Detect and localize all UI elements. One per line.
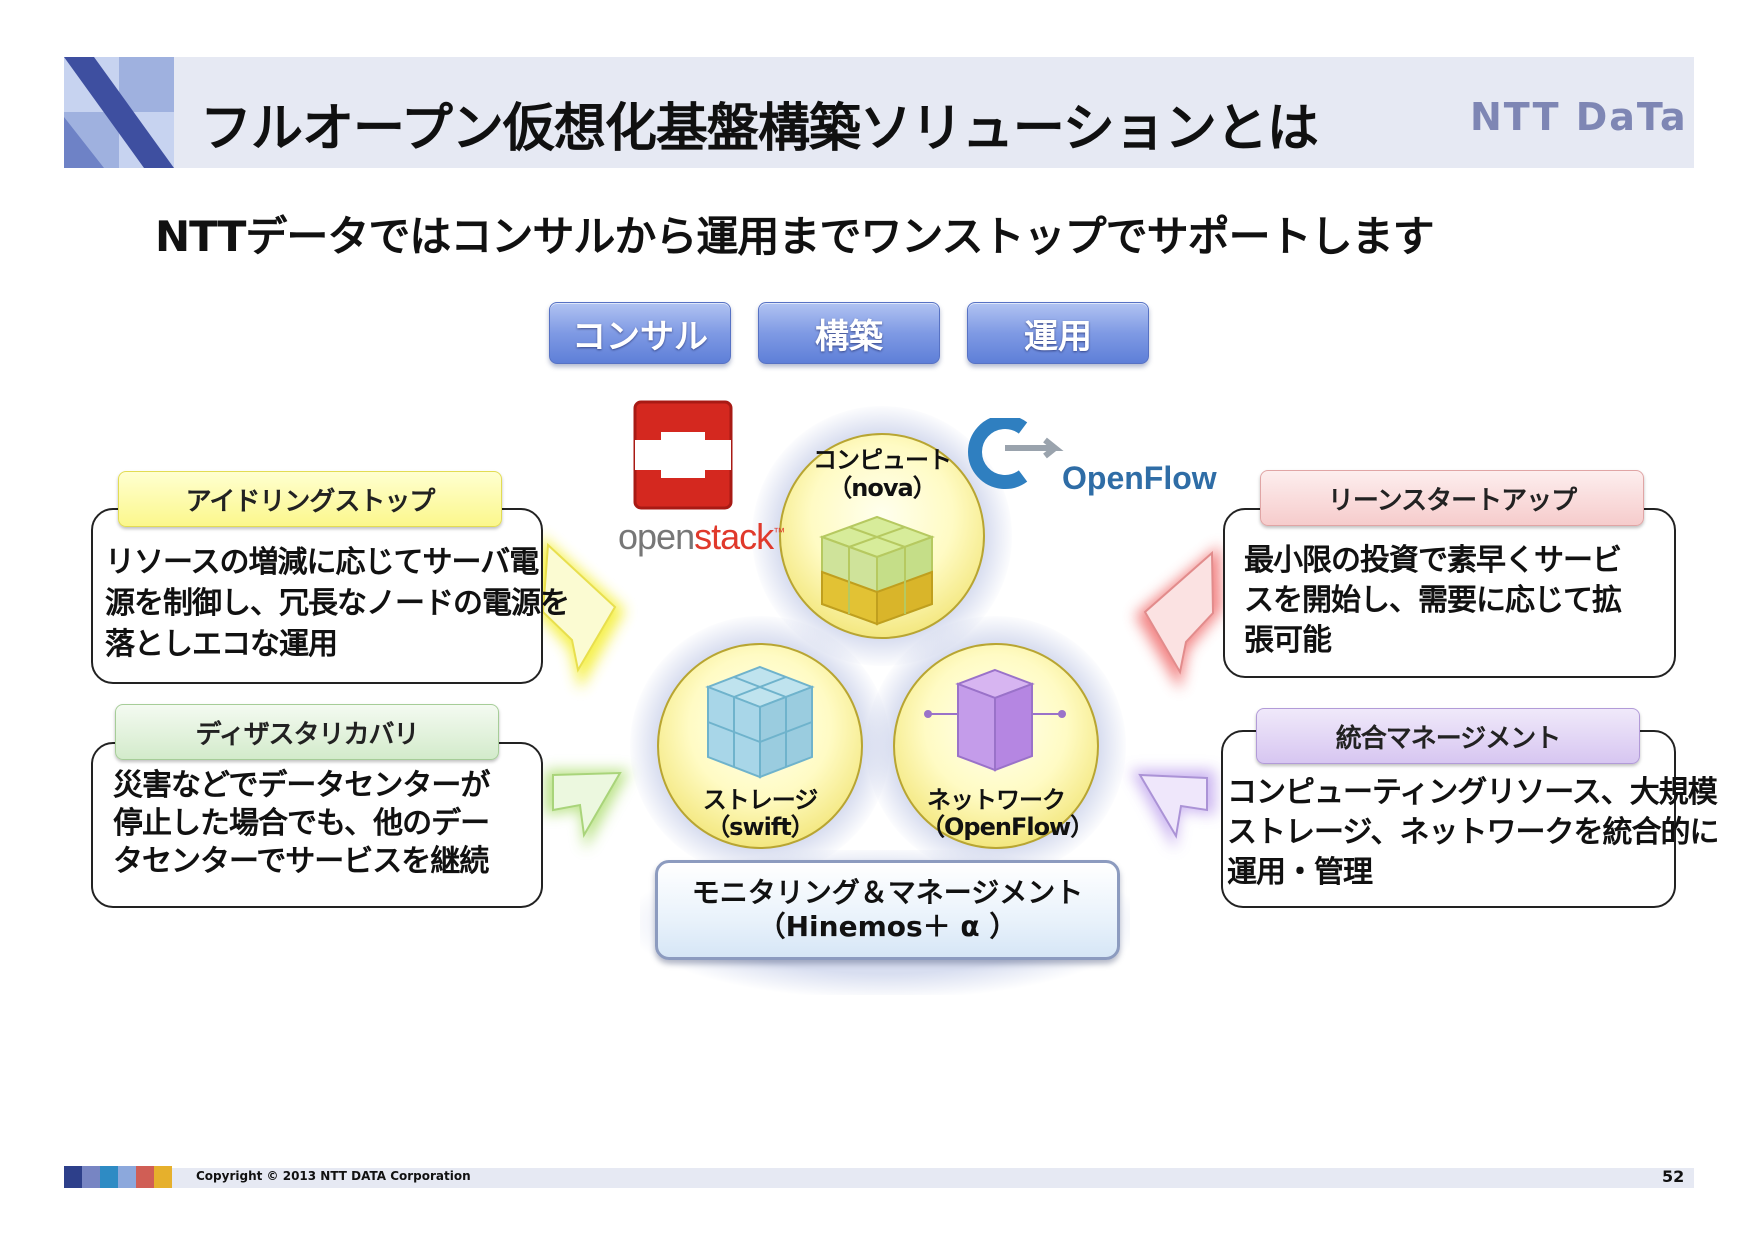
arrow-green-icon	[545, 770, 630, 850]
disaster-recovery-line-3: タセンターでサービスを継続	[113, 844, 489, 879]
integrated-management-tag: 統合マネージメント	[1256, 708, 1640, 764]
integrated-management-line-2: ストレージ、ネットワークを統合的に	[1227, 815, 1719, 850]
lean-startup-panel	[1223, 508, 1676, 678]
openflow-wordmark: OpenFlow	[1062, 460, 1217, 496]
storage-sublabel: （swift）	[706, 813, 815, 841]
footer-color-bar-icon	[64, 1166, 172, 1188]
footer-band	[64, 1168, 1694, 1188]
lean-startup-line-3: 張可能	[1244, 623, 1332, 658]
lean-startup-line-2: スを開始し、需要に応じて拡	[1244, 583, 1622, 618]
idle-stop-line-3: 落としエコな運用	[105, 627, 338, 662]
header-decoration-icon	[64, 57, 174, 168]
compute-sublabel: （nova）	[828, 474, 936, 502]
idle-stop-line-1: リソースの増減に応じてサーバ電	[105, 545, 539, 580]
monitoring-label: モニタリング＆マネージメント	[691, 876, 1084, 909]
arrow-purple-icon	[1130, 770, 1215, 850]
service-build: 構築	[758, 302, 940, 364]
storage-cube-icon	[705, 665, 815, 779]
idle-stop-line-2: 源を制御し、冗長なノードの電源を	[105, 586, 570, 621]
integrated-management-line-3: 運用・管理	[1227, 855, 1373, 890]
header-band	[64, 57, 1694, 168]
openflow-logo-icon	[968, 418, 1064, 489]
lean-startup-line-1: 最小限の投資で素早くサービ	[1244, 543, 1622, 578]
compute-label: コンピュート	[813, 446, 952, 474]
network-label: ネットワーク	[927, 786, 1066, 814]
monitoring-sublabel: （Hinemos＋ α ）	[757, 910, 1018, 943]
integrated-management-line-1: コンピューティングリソース、大規模	[1227, 775, 1718, 810]
copyright-text: Copyright © 2013 NTT DATA Corporation	[196, 1169, 471, 1183]
arrow-yellow-icon	[535, 535, 625, 690]
openstack-open-text: open	[618, 516, 695, 557]
idle-stop-panel	[91, 508, 543, 684]
storage-label: ストレージ	[702, 786, 819, 814]
service-operate: 運用	[967, 302, 1149, 364]
monitoring-box: モニタリング＆マネージメント （Hinemos＋ α ）	[655, 860, 1120, 960]
disaster-recovery-tag: ディザスタリカバリ	[115, 704, 499, 760]
idle-stop-tag: アイドリングストップ	[118, 471, 502, 527]
disaster-recovery-line-1: 災害などでデータセンターが	[113, 768, 490, 803]
ntt-data-logo: NTT DaTa	[1470, 95, 1688, 139]
lean-startup-tag: リーンスタートアップ	[1260, 470, 1644, 526]
service-consult: コンサル	[549, 302, 731, 364]
subtitle: NTTデータではコンサルから運用までワンストップでサポートします	[155, 212, 1435, 261]
openstack-logo-icon	[633, 400, 733, 510]
arrow-red-icon	[1135, 545, 1222, 690]
disaster-recovery-panel	[91, 742, 543, 908]
network-cube-icon	[924, 668, 1066, 772]
openstack-wordmark: openstack™	[618, 516, 785, 558]
page-title: フルオープン仮想化基盤構築ソリューションとは	[200, 99, 1319, 159]
page-number: 52	[1662, 1167, 1685, 1186]
disaster-recovery-line-2: 停止した場合でも、他のデー	[113, 806, 490, 841]
compute-cube-icon	[819, 515, 935, 626]
trademark-icon: ™	[773, 525, 785, 539]
network-sublabel: （OpenFlow）	[921, 813, 1094, 841]
openstack-stack-text: stack	[694, 516, 774, 557]
